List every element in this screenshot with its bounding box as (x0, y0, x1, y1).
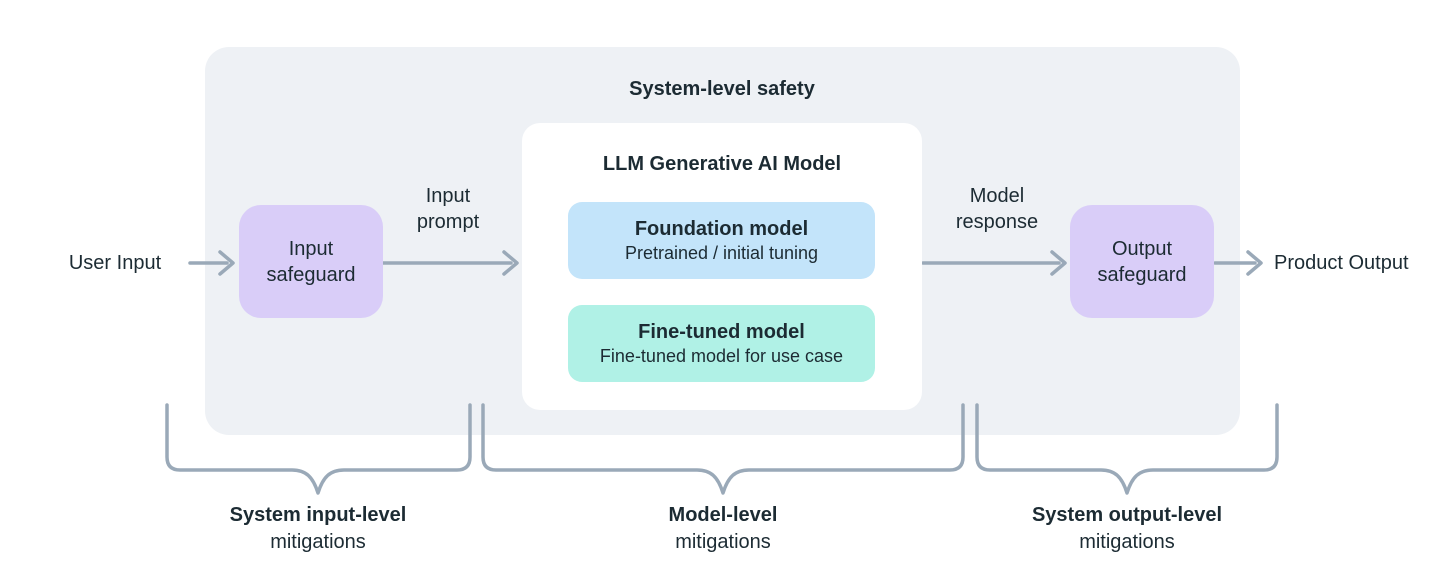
brace-system-output-level (975, 403, 1279, 495)
fine-tuned-model-subtitle: Fine-tuned model for use case (599, 345, 844, 366)
model-level-mitigations-line1: Model-level (668, 504, 778, 526)
system-input-level-mitigations-label: System input-level mitigations (208, 502, 428, 556)
model-level-mitigations-label: Model-level mitigations (613, 502, 833, 556)
llm-model-card-title: LLM Generative AI Model (602, 153, 842, 175)
user-input-label: User Input (68, 252, 162, 274)
system-input-level-mitigations-line1: System input-level (229, 504, 407, 526)
input-prompt-label: Input prompt (388, 183, 508, 235)
model-level-mitigations-line2: mitigations (675, 531, 771, 553)
arrow-user-input-to-input-safeguard (188, 250, 235, 276)
input-safeguard-label-line2: safeguard (266, 263, 356, 286)
output-safeguard-label-line2: safeguard (1097, 263, 1187, 286)
fine-tuned-model-box: Fine-tuned model Fine-tuned model for us… (568, 305, 875, 382)
foundation-model-title: Foundation model (634, 217, 809, 240)
output-safeguard-box: Output safeguard (1070, 205, 1214, 318)
system-output-level-mitigations-label: System output-level mitigations (1017, 502, 1237, 556)
model-response-line1: Model (969, 185, 1025, 207)
system-input-level-mitigations-line2: mitigations (270, 531, 366, 553)
brace-model-level (481, 403, 965, 495)
input-safeguard-label-line1: Input (288, 237, 334, 260)
product-output-label: Product Output (1274, 252, 1409, 274)
system-level-safety-title: System-level safety (629, 78, 815, 100)
model-response-label: Model response (927, 183, 1067, 235)
fine-tuned-model-title: Fine-tuned model (638, 320, 805, 343)
input-prompt-line1: Input (425, 185, 471, 207)
foundation-model-box: Foundation model Pretrained / initial tu… (568, 202, 875, 279)
brace-system-input-level (165, 403, 472, 495)
input-safeguard-box: Input safeguard (239, 205, 383, 318)
foundation-model-subtitle: Pretrained / initial tuning (624, 242, 819, 263)
arrow-output-safeguard-to-product-output (1213, 250, 1263, 276)
system-output-level-mitigations-line2: mitigations (1079, 531, 1175, 553)
arrow-model-to-output-safeguard (921, 250, 1067, 276)
arrow-input-safeguard-to-model (381, 250, 519, 276)
output-safeguard-label-line1: Output (1111, 237, 1173, 260)
model-response-line2: response (955, 211, 1039, 233)
input-prompt-line2: prompt (416, 211, 480, 233)
system-output-level-mitigations-line1: System output-level (1031, 504, 1223, 526)
